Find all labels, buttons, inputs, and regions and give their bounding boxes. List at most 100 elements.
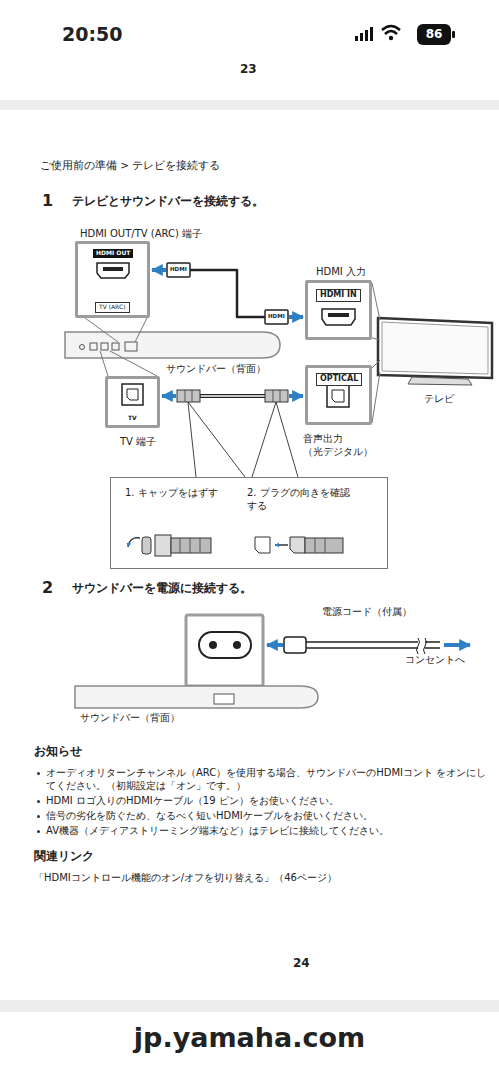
callout-leaders bbox=[188, 402, 196, 477]
callout-leaders bbox=[188, 402, 245, 477]
plug-detail-icons bbox=[128, 538, 140, 547]
terminal-label: HDMI OUT/TV (ARC) 端子 bbox=[80, 227, 202, 240]
status-icons bbox=[355, 24, 455, 45]
plug-detail-icons bbox=[305, 538, 343, 553]
status-icons bbox=[389, 36, 393, 40]
soundbar-rear-top bbox=[65, 318, 280, 376]
plug-marking: HDMI bbox=[268, 313, 285, 320]
insert-arrow bbox=[289, 394, 303, 398]
bullet-dot bbox=[37, 772, 40, 775]
insert-arrow bbox=[152, 268, 166, 272]
callout-leaders bbox=[252, 402, 276, 477]
plug-detail-icons bbox=[190, 538, 191, 553]
optical-cable bbox=[200, 394, 265, 398]
note-item: HDMI ロゴ入りのHDMIケーブル（19 ピン）をお使いください。 bbox=[46, 794, 492, 807]
power-connection bbox=[424, 638, 427, 654]
power-connection bbox=[75, 615, 470, 708]
step-heading: サウンドバーを電源に接続する。 bbox=[72, 581, 252, 597]
port-icons bbox=[103, 267, 123, 271]
part-label: サウンドバー（背面） bbox=[80, 712, 180, 724]
callout-leaders bbox=[188, 402, 298, 477]
bullet-dot bbox=[37, 800, 40, 803]
soundbar-rear-top bbox=[65, 332, 280, 358]
power-connection bbox=[444, 643, 470, 647]
bullet-dot bbox=[37, 815, 40, 818]
power-connection bbox=[186, 615, 263, 686]
page-number: 23 bbox=[240, 62, 257, 78]
note-item: オーディオリターンチャンネル（ARC）を使用する場合、サウンドバーのHDMIコン… bbox=[46, 766, 492, 792]
status-icons bbox=[385, 31, 397, 34]
insert-arrow bbox=[162, 394, 176, 398]
node-text: 1. キャップをはずす bbox=[125, 486, 218, 499]
plug-detail-icons bbox=[275, 544, 288, 546]
power-connection bbox=[417, 638, 420, 654]
plug-detail-icons bbox=[171, 538, 211, 553]
step-number: 2 bbox=[42, 578, 53, 599]
plug-detail-icons bbox=[325, 538, 326, 553]
soundbar-rear-top bbox=[90, 343, 97, 350]
power-connection bbox=[209, 641, 217, 649]
plug-detail-icons bbox=[200, 538, 201, 553]
cable-connector bbox=[152, 263, 303, 324]
insert-arrow bbox=[289, 315, 303, 319]
optical-plug bbox=[273, 390, 274, 402]
related-link: 「HDMIコントロール機能のオン/オフを切り替える」（46ページ） bbox=[34, 871, 489, 884]
status-icons bbox=[370, 27, 373, 41]
part-label: コンセントへ bbox=[405, 654, 465, 666]
port-icons bbox=[327, 385, 349, 407]
power-connection bbox=[425, 647, 440, 649]
soundbar-rear-top bbox=[100, 351, 108, 376]
page-separator bbox=[0, 1000, 499, 1012]
terminal-label: 音声出力 （光デジタル） bbox=[303, 432, 387, 458]
node-text: TV (ARC) bbox=[95, 302, 130, 313]
soundbar-rear-top bbox=[85, 318, 118, 342]
node-text: OPTICAL bbox=[316, 373, 362, 386]
plug-detail-icons bbox=[128, 535, 343, 556]
port-icons bbox=[127, 389, 138, 400]
breadcrumb: ご使用前の準備 > テレビを接続する bbox=[40, 159, 220, 173]
optical-cable bbox=[200, 395, 265, 397]
optical-plug bbox=[192, 390, 193, 402]
step-heading: テレビとサウンドバーを接続する。 bbox=[72, 194, 264, 210]
tv-illustration bbox=[378, 318, 492, 378]
port-icons bbox=[328, 313, 349, 317]
optical-plug bbox=[265, 390, 288, 402]
hdmi-plug bbox=[167, 263, 190, 277]
optical-tv-terminal: TVTV 端子 bbox=[105, 376, 160, 428]
power-connection bbox=[199, 632, 251, 658]
cable-end bbox=[190, 270, 191, 271]
cable-end bbox=[200, 396, 201, 397]
soundbar-rear-top bbox=[135, 318, 147, 342]
soundbar-rear-top bbox=[101, 343, 108, 350]
power-connection bbox=[267, 643, 283, 647]
optical-out-terminal: OPTICAL音声出力 （光デジタル） bbox=[305, 365, 372, 425]
hdmi-out-terminal: HDMI OUT/TV (ARC) 端子HDMI OUTTV (ARC) bbox=[75, 241, 150, 318]
tv-illustration bbox=[372, 360, 380, 368]
clock: 20:50 bbox=[62, 22, 122, 47]
cable-connector bbox=[162, 390, 303, 402]
status-icons bbox=[452, 31, 455, 38]
plug-marking: HDMI bbox=[170, 266, 187, 273]
note-item: AV機器（メディアストリーミング端末など）はテレビに接続してください。 bbox=[46, 824, 492, 837]
plug-detail-icons bbox=[142, 537, 151, 554]
status-icons bbox=[360, 33, 363, 41]
node-text: 2. プラグの向きを確認 する bbox=[247, 486, 371, 512]
power-connection bbox=[306, 641, 418, 643]
node-text: HDMI OUT bbox=[93, 249, 133, 258]
tv-illustration bbox=[372, 372, 380, 423]
status-icons bbox=[417, 24, 451, 45]
soundbar-rear-top bbox=[112, 343, 119, 350]
callout-leaders bbox=[276, 402, 298, 477]
soundbar-rear-top bbox=[80, 345, 85, 350]
hdmi-plug bbox=[265, 310, 288, 324]
tv-illustration bbox=[372, 283, 380, 320]
optical-plug bbox=[280, 390, 281, 402]
port-icons bbox=[97, 263, 129, 278]
optical-plug bbox=[185, 390, 186, 402]
power-connection bbox=[425, 641, 440, 643]
section-heading: 関連リンク bbox=[34, 849, 94, 865]
port-icons bbox=[322, 309, 355, 325]
power-connection bbox=[284, 637, 306, 653]
power-connection bbox=[233, 641, 241, 649]
